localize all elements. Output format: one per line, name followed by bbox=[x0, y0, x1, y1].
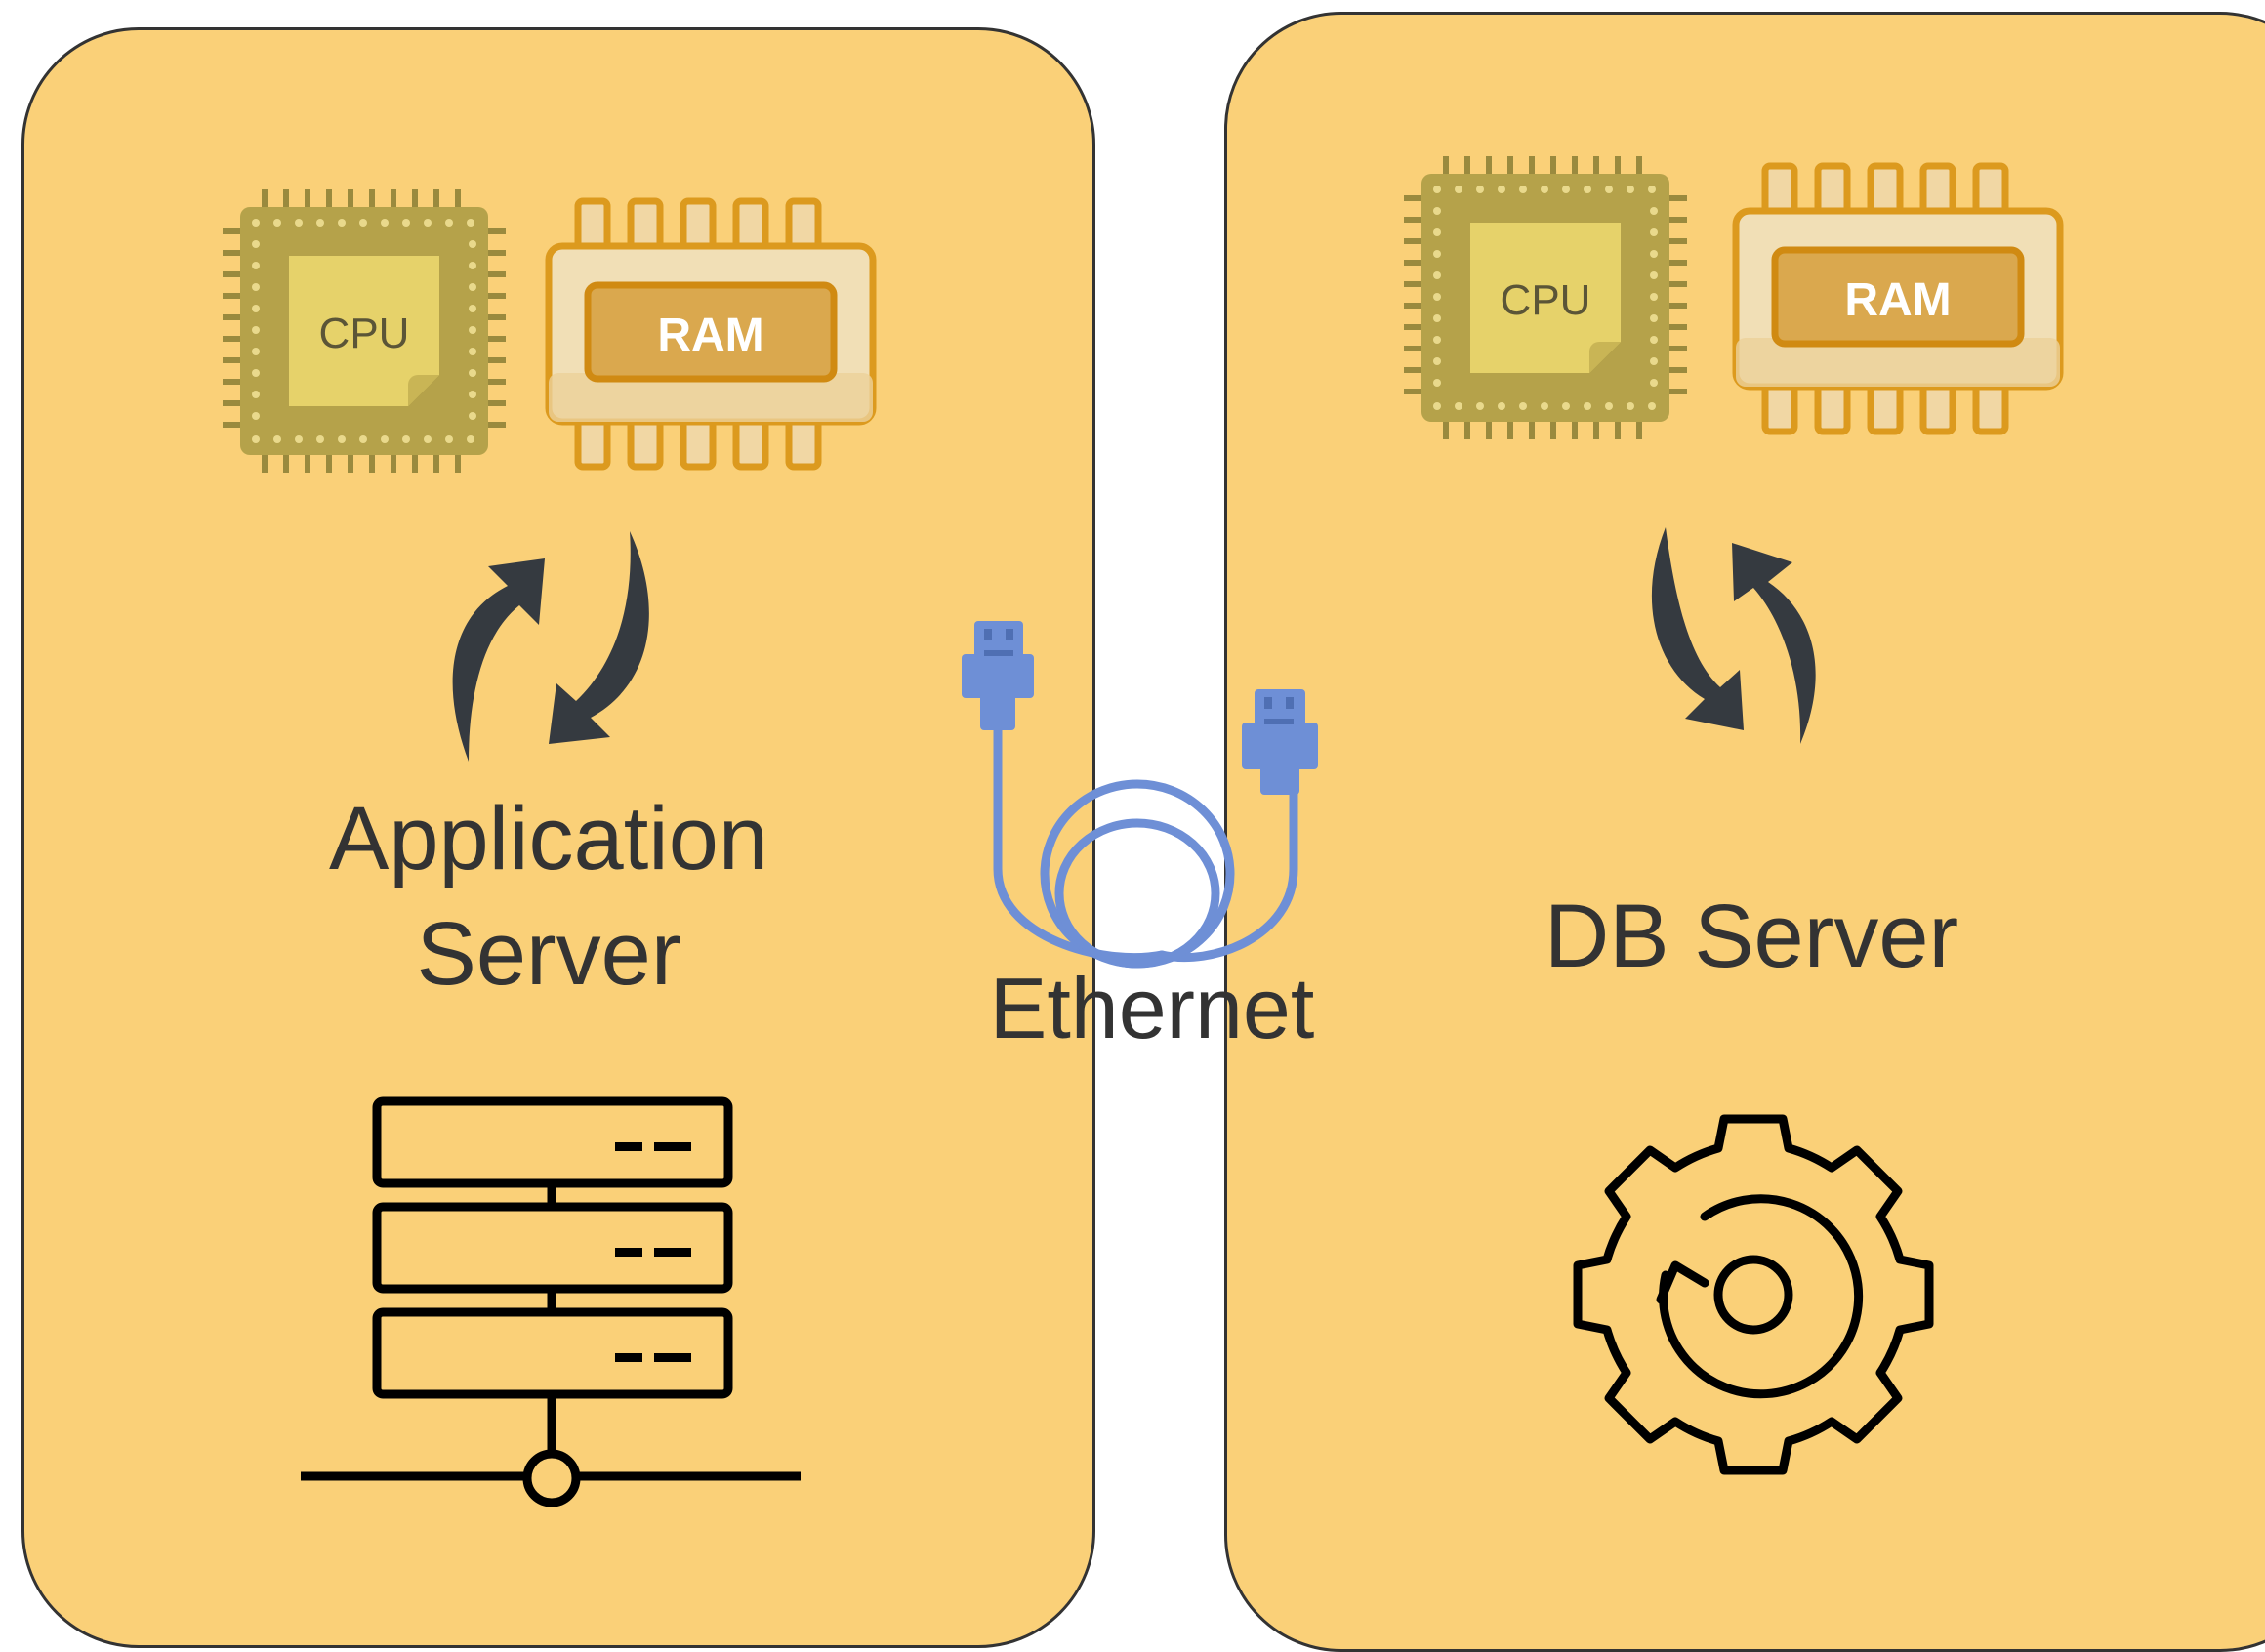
ram-label: RAM bbox=[657, 310, 763, 361]
ram-label: RAM bbox=[1844, 274, 1951, 326]
cpu-label: CPU bbox=[1501, 276, 1591, 324]
cpu-label: CPU bbox=[319, 310, 410, 357]
cpu-chip-icon: CPU bbox=[1404, 156, 1687, 439]
cpu-chip-icon: CPU bbox=[223, 189, 506, 473]
ethernet-label: Ethernet bbox=[937, 951, 1367, 1066]
ethernet-cable-icon bbox=[962, 621, 1318, 969]
ethernet-label-text: Ethernet bbox=[989, 960, 1315, 1056]
db-server-title-text: DB Server bbox=[1544, 887, 1959, 986]
gear-sync-icon bbox=[1573, 1114, 1934, 1475]
sync-arrows-icon bbox=[452, 531, 649, 762]
application-server-title-line2: Server bbox=[416, 904, 681, 1004]
db-server-title: DB Server bbox=[1420, 879, 2083, 994]
server-rack-icon bbox=[301, 1096, 801, 1507]
sync-arrows-icon bbox=[1651, 527, 1816, 744]
ram-module-icon: RAM bbox=[545, 197, 877, 471]
ram-module-icon: RAM bbox=[1732, 162, 2064, 435]
application-server-title: Application Server bbox=[217, 781, 881, 1012]
application-server-title-line1: Application bbox=[328, 789, 769, 888]
architecture-diagram: CPU RAM Application Server bbox=[21, 12, 2265, 1652]
